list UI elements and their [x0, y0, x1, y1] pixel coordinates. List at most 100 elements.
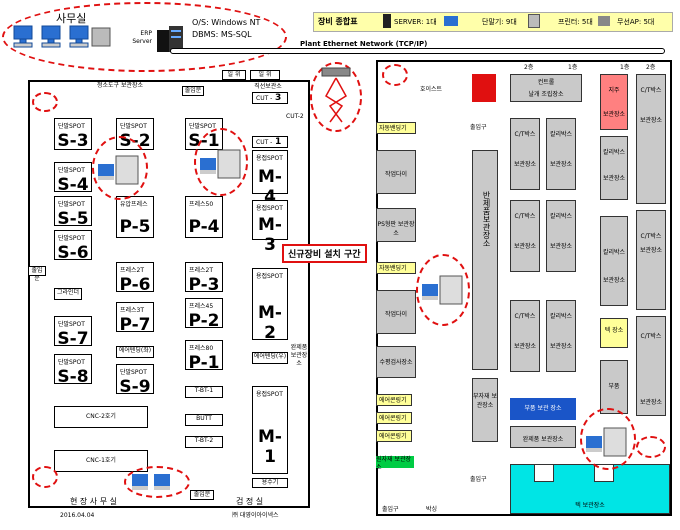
workbench-2: 작업다이 [376, 290, 416, 334]
cyan-label: 텍 보관장소 [575, 502, 605, 509]
top-box-a: 일 위 [222, 70, 246, 80]
terminal-summary-icon [444, 16, 458, 26]
blue-parts-box: 부품 보관 장소 [510, 398, 576, 420]
welder-box: 용수기 [252, 478, 288, 488]
cyan-notch-left [534, 464, 554, 482]
summary-printer: 프린터: 5대 [558, 18, 593, 26]
summary-terminal: 단말기: 9대 [482, 18, 517, 26]
network-label: Plant Ethernet Network (TCP/IP) [300, 40, 428, 48]
air-ring-1: 에어콘링기 [376, 394, 412, 406]
date-label: 2016.04.04 [60, 512, 95, 519]
printer-summary-icon [528, 14, 540, 28]
cut3-box: CUT - 3 [252, 92, 288, 104]
field-terminals-icon [132, 474, 170, 490]
floor-1a: 1층 [568, 64, 578, 71]
equip-circle-right [416, 254, 470, 326]
summary-ap: 무선AP: 5대 [617, 18, 655, 26]
cut1-box: CUT - 1 [252, 136, 288, 148]
entrance-left: 출입문 [28, 266, 46, 282]
terminal-printer-icon [586, 427, 627, 457]
field-office-label: 현 장 사 무 실 [70, 497, 117, 506]
grinder-box: 그라인더 [54, 288, 82, 300]
semi-finished-storage: 반제품보관장소 [472, 150, 498, 370]
office-terminals-circle [124, 466, 190, 498]
terminal-printer-icon [422, 275, 463, 305]
ap-circle-center [310, 62, 362, 132]
workbench-1: 작업다이 [376, 150, 416, 194]
auto-bender-2: 자동밴딩기 [376, 262, 416, 274]
office-highlight [2, 2, 287, 72]
terminal-printer-icon [98, 155, 139, 185]
office-computers-icon [13, 25, 111, 48]
tbt1-box: T-BT-1 [185, 386, 223, 398]
loading-label: 직선보관소 [254, 83, 282, 90]
ap-circle-right-bottom [636, 436, 666, 458]
network-bar [170, 48, 665, 54]
air-ring-3: 에어콘링기 [376, 430, 412, 442]
ps-storage: PS형판 보관장소 [376, 208, 416, 242]
ap-circle-right-top [382, 64, 408, 86]
terminal-printer-icon [200, 149, 241, 179]
equip-circle-s1 [194, 128, 248, 196]
door-c: 출입구 [382, 506, 399, 513]
company-label: ㈜ 대영이아이넥스 [232, 512, 279, 519]
sub-material: 부자재 보관장소 [472, 378, 498, 442]
office-title: 사무실 [56, 12, 87, 25]
summary-box [313, 12, 673, 32]
summary-title: 장비 종합표 [318, 17, 358, 26]
butt-box: BUTT [185, 414, 223, 426]
cnc1-box: CNC-1호기 [54, 450, 148, 472]
bottom-exit: 출입문 [190, 490, 214, 500]
inspection-label: 검 정 실 [236, 497, 264, 506]
door-b: 출입구 [470, 476, 487, 483]
floor-1b: 1층 [620, 64, 630, 71]
red-material-box [472, 74, 496, 102]
ap-circle-topleft [32, 92, 58, 112]
top-exit: 출입문 [182, 86, 204, 96]
hoist-label: 호이스트 [420, 86, 443, 93]
cut2-label: CUT-2 [286, 113, 304, 120]
auto-bender-1: 자동밴딩기 [376, 122, 416, 134]
hand-inspection: 수평검사장소 [376, 346, 416, 378]
floor-2a: 2층 [524, 64, 534, 71]
green-material: 원자재 보관장소 [376, 456, 414, 471]
summary-server: SERVER: 1대 [394, 18, 437, 26]
server-icon [157, 26, 183, 52]
floor-2b: 2층 [646, 64, 656, 71]
equip-circle-s4 [92, 136, 148, 200]
finish-label: 완제품 보관장소 [290, 344, 308, 367]
new-zone-label: 신규장비 설치 구간 [282, 244, 367, 263]
air-ring-2: 에어콘링기 [376, 412, 412, 424]
server-summary-icon [383, 14, 391, 28]
equip-circle-right-bottom [580, 408, 636, 470]
cnc2-box: CNC-2호기 [54, 406, 148, 428]
tbt2-box: T-BT-2 [185, 436, 223, 448]
air-left: 에어텐딩(좌) [116, 346, 154, 358]
